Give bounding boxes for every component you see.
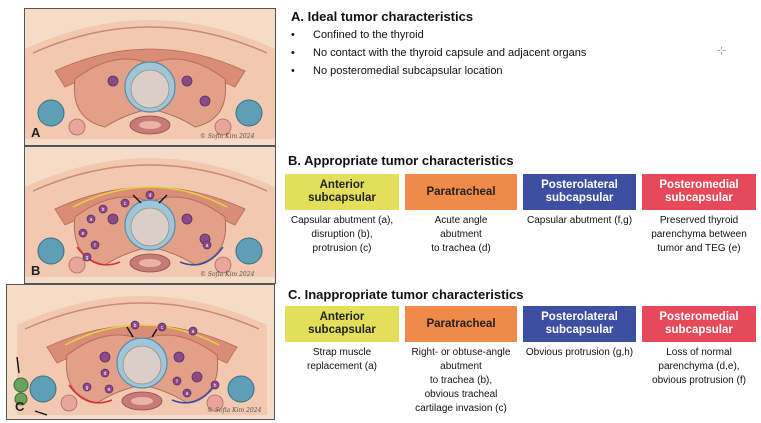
category-label-line: subcapsular <box>308 324 376 336</box>
category-label-line: Paratracheal <box>426 185 496 198</box>
category-label-line: subcapsular <box>665 324 733 336</box>
description-line: parenchyma (d,e), <box>658 361 740 372</box>
nodule-label: f <box>94 243 96 249</box>
category-label-line: subcapsular <box>665 192 733 204</box>
nodule-label: b <box>102 207 105 213</box>
nodule-label: h <box>214 383 217 389</box>
category-label-line: Posteromedial <box>659 179 739 191</box>
nodule-label: a <box>186 391 189 397</box>
nodule-label: a <box>192 329 195 335</box>
nodule-label: g <box>86 385 89 391</box>
nodule-label: a <box>206 243 209 249</box>
description-line: Strap muscle <box>312 347 372 358</box>
artist-signature: © Sofia Kim 2024 <box>207 407 262 414</box>
category-description: Preserved thyroid parenchyma between tumor… <box>638 214 760 256</box>
description-line: to trachea (d) <box>431 243 491 254</box>
panel-letter: C <box>15 399 25 414</box>
description-line: Loss of normal <box>666 347 732 358</box>
illustration-panel-c: b c a f g e a h d C © Sofia Kim 2024 <box>6 284 275 420</box>
description-line: Capsular abutment (f,g) <box>526 215 633 226</box>
category-label-line: subcapsular <box>308 192 376 204</box>
nodule-label: a <box>90 217 93 223</box>
category-description: Capsular abutment (a), disruption (b), pro… <box>281 214 403 256</box>
description-line: parenchyma between <box>651 229 747 240</box>
category-label-line: Paratracheal <box>426 317 496 330</box>
category-description: Acute angle abutment to trachea (d) <box>401 214 521 256</box>
nodule-label: d <box>149 193 152 199</box>
nodule-label: c <box>124 201 127 207</box>
description-line: Capsular abutment (a), <box>290 215 394 226</box>
neck-cross-section-b: d c b a e fg a <box>25 157 275 278</box>
panel-letter: A <box>31 125 41 140</box>
bullet-item: No posteromedial subcapsular location <box>291 62 586 80</box>
description-line: obvious tracheal <box>424 389 498 400</box>
bullet-item: Confined to the thyroid <box>291 26 586 44</box>
artist-signature: © Sofia Kim 2024 <box>200 133 255 140</box>
bullet-item: No contact with the thyroid capsule and … <box>291 44 586 62</box>
description-line: obvious protrusion (f) <box>652 375 746 386</box>
nodule-label: b <box>134 323 137 329</box>
category-description: Obvious protrusion (g,h) <box>519 346 640 360</box>
description-line: Obvious protrusion (g,h) <box>525 347 634 358</box>
category-label: Paratracheal <box>426 186 495 199</box>
category-label-line: subcapsular <box>545 192 614 204</box>
description-line: Acute angle <box>434 215 488 226</box>
category-description: Capsular abutment (f,g) <box>519 214 640 228</box>
nodule-label: c <box>161 325 164 331</box>
category-description: Loss of normal parenchyma (d,e), obvious p… <box>638 346 760 388</box>
description-line: abutment <box>440 361 482 372</box>
nodule-label: e <box>108 387 111 393</box>
neck-cross-section-c: b c a f g e a h d <box>13 295 268 416</box>
nodule-label: f <box>176 379 178 385</box>
category-label: Paratracheal <box>426 318 495 331</box>
description-line: tumor and TEG (e) <box>657 243 741 254</box>
description-line: protrusion (c) <box>312 243 372 254</box>
artist-signature: © Sofia Kim 2024 <box>200 271 255 278</box>
category-label-line: Posteromedial <box>659 311 739 323</box>
category-label-line: Posterolateral <box>541 179 618 191</box>
neck-cross-section-a <box>25 19 275 140</box>
description-line: cartilage invasion (c) <box>415 403 507 414</box>
section-c-title: C. Inappropriate tumor characteristics <box>288 287 524 302</box>
description-line: abutment <box>440 229 482 240</box>
category-description: Right- or obtuse-angle abutment to trachea… <box>401 346 521 416</box>
category-label-line: Anterior <box>319 311 365 323</box>
section-a-title: A. Ideal tumor characteristics <box>291 9 474 24</box>
category-label-line: Posterolateral <box>541 311 618 323</box>
category-box: Paratracheal <box>405 174 517 210</box>
category-box: Paratracheal <box>405 306 517 342</box>
description-line: to trachea (b), <box>429 375 493 386</box>
ideal-characteristics-list: Confined to the thyroid No contact with … <box>291 26 586 80</box>
category-description: Strap muscle replacement (a) <box>281 346 403 374</box>
nodule-label: d <box>104 371 107 377</box>
description-line: disruption (b), <box>311 229 373 240</box>
category-label-line: Anterior <box>319 179 365 191</box>
nodule-label: g <box>86 255 89 261</box>
panel-letter: B <box>31 263 41 278</box>
category-label-line: subcapsular <box>545 324 614 336</box>
description-line: Right- or obtuse-angle <box>411 347 511 358</box>
description-line: Preserved thyroid <box>659 215 739 226</box>
description-line: replacement (a) <box>306 361 378 372</box>
crosshair-cursor-icon: ⊹ <box>717 45 727 57</box>
illustration-panel-a: A © Sofia Kim 2024 <box>24 8 276 146</box>
nodule-label: e <box>82 231 85 237</box>
section-b-title: B. Appropriate tumor characteristics <box>288 153 514 168</box>
